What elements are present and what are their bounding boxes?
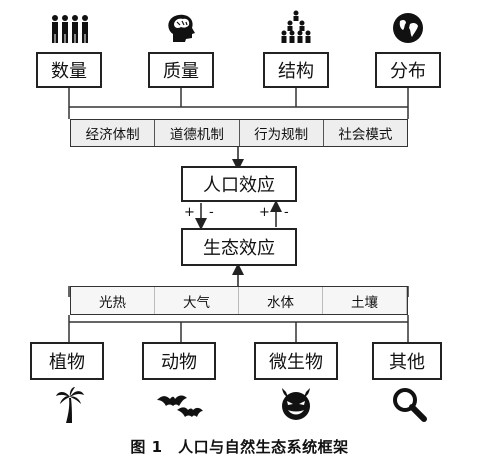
sign-up-minus: - (284, 205, 289, 220)
factor-structure-box: 结构 (263, 52, 329, 88)
devil-face-icon (282, 388, 310, 420)
factor-quality-label: 质量 (163, 61, 199, 82)
social-mechanism-strip: 经济体制 道德机制 行为规制 社会模式 (70, 119, 408, 147)
population-effect-label: 人口效应 (203, 175, 275, 196)
factor-quantity-box: 数量 (36, 52, 102, 88)
sign-down-minus: - (209, 205, 214, 220)
bats-icon (157, 395, 203, 417)
factor-structure-label: 结构 (278, 61, 314, 82)
people-group-icon (52, 15, 88, 43)
factor-animals-box: 动物 (142, 342, 216, 380)
mechanism-economic: 经济体制 (71, 120, 156, 146)
factor-quality-box: 质量 (148, 52, 214, 88)
sign-down-plus: + (184, 205, 195, 220)
factor-distribution-box: 分布 (375, 52, 441, 88)
factor-plants-label: 植物 (49, 352, 85, 373)
figure-caption: 图 1 人口与自然生态系统框架 (130, 438, 349, 456)
factor-plants-box: 植物 (30, 342, 104, 380)
factor-quantity-label: 数量 (51, 61, 87, 82)
factor-microbes-label: 微生物 (269, 352, 323, 373)
environment-strip: 光热 大气 水体 土壤 (70, 286, 408, 315)
factor-microbes-box: 微生物 (254, 342, 338, 380)
head-brain-icon (168, 14, 195, 42)
env-atmosphere: 大气 (155, 287, 239, 314)
env-light-heat: 光热 (71, 287, 155, 314)
factor-animals-label: 动物 (161, 352, 197, 373)
factor-distribution-label: 分布 (390, 61, 426, 82)
factor-other-label: 其他 (389, 352, 425, 373)
globe-icon (393, 13, 423, 43)
palm-tree-icon (56, 387, 84, 423)
sign-up-plus: + (259, 205, 270, 220)
ecological-effect-box: 生态效应 (181, 228, 297, 266)
mechanism-moral: 道德机制 (155, 120, 240, 146)
env-water: 水体 (239, 287, 323, 314)
ecological-effect-label: 生态效应 (203, 238, 275, 259)
factor-other-box: 其他 (372, 342, 442, 380)
mechanism-behavior: 行为规制 (240, 120, 324, 146)
people-pyramid-icon (281, 10, 311, 43)
mechanism-social-mode: 社会模式 (338, 127, 393, 143)
population-effect-box: 人口效应 (181, 166, 297, 202)
magnifier-icon (393, 388, 427, 422)
env-soil: 土壤 (323, 287, 407, 314)
